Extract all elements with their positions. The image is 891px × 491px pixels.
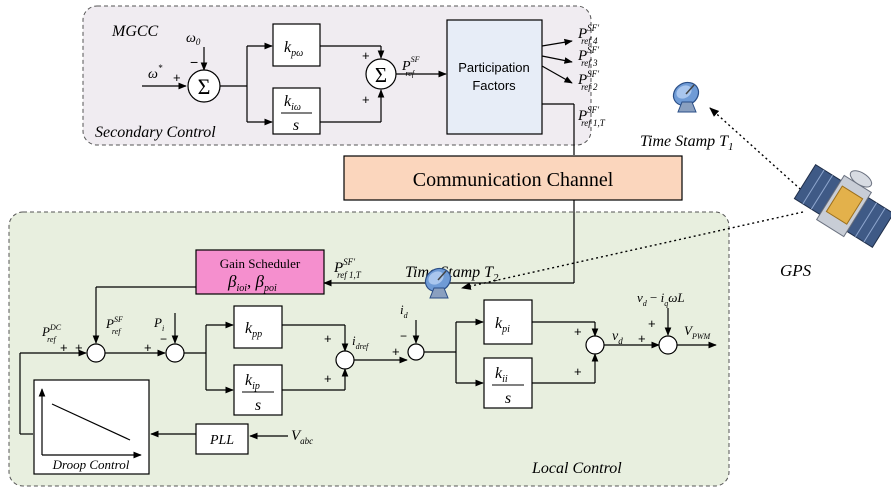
sum-junction-voltage	[585, 335, 605, 355]
svg-text:+: +	[362, 92, 370, 107]
gain-input-label: PSF′ref 1,T	[333, 257, 362, 280]
svg-text:+: +	[392, 344, 400, 359]
svg-text:kpω: kpω	[284, 39, 303, 59]
gain-scheduler-block	[195, 249, 325, 295]
sum-junction-pwm	[658, 335, 678, 355]
output-p-ref1: PSF′ref 1,T	[577, 105, 606, 128]
output-p-ref2: PSF′ref 2	[577, 69, 600, 92]
svg-text:Gain Scheduler: Gain Scheduler	[220, 256, 301, 271]
mgcc-label: MGCC	[111, 23, 159, 40]
svg-text:PLL: PLL	[209, 433, 234, 448]
vd-label: vd	[612, 329, 623, 346]
satellite-dish-icon-top	[672, 81, 700, 113]
svg-text:Factors: Factors	[472, 78, 516, 93]
p-i-label: Pi	[153, 315, 164, 333]
svg-text:−: −	[160, 332, 167, 346]
svg-text:βioi, βpoi: βioi, βpoi	[227, 272, 277, 294]
id-label: id	[400, 302, 409, 320]
pll-block	[195, 423, 249, 455]
kpi-block	[483, 299, 533, 345]
svg-text:+: +	[60, 340, 68, 355]
omega-star-label: ω*	[148, 63, 163, 82]
sum-junction-idref	[335, 350, 355, 370]
svg-text:+: +	[574, 364, 582, 379]
kii-block	[483, 357, 533, 409]
kpp-block	[233, 305, 283, 349]
droop-control-block	[33, 379, 150, 475]
satellite-dish-icon-local	[424, 267, 452, 299]
output-p-ref3: PSF′ref 3	[577, 45, 600, 68]
omega0-label: ω0	[186, 31, 201, 47]
svg-text:kii: kii	[495, 365, 508, 385]
gps-label: GPS	[780, 261, 812, 280]
svg-text:+: +	[324, 371, 332, 386]
svg-text:+: +	[362, 48, 370, 63]
svg-text:kiω: kiω	[284, 93, 301, 113]
local-control-caption: Local Control	[531, 460, 622, 477]
kp-omega-block	[272, 23, 321, 67]
feedforward-label: vd − iqωL	[637, 290, 685, 308]
time-stamp-t1: Time Stamp T1	[640, 133, 734, 153]
svg-text:−: −	[190, 54, 198, 70]
output-p-ref4: PSF′ref 4	[577, 23, 600, 46]
vabc-label: Vabc	[291, 428, 313, 446]
gps-satellite-icon	[793, 163, 891, 249]
sum-junction-pi	[165, 343, 185, 363]
svg-text:+: +	[144, 340, 152, 355]
svg-text:Σ: Σ	[198, 74, 211, 99]
communication-channel	[343, 155, 683, 201]
svg-text:+: +	[648, 316, 656, 331]
svg-text:Droop Control: Droop Control	[52, 457, 130, 472]
svg-text:Participation: Participation	[458, 60, 530, 75]
svg-text:+: +	[574, 324, 582, 339]
svg-text:+: +	[173, 70, 181, 85]
svg-text:s: s	[255, 397, 261, 414]
svg-text:kpp: kpp	[245, 320, 262, 340]
svg-text:s: s	[505, 390, 511, 407]
local-control-region	[8, 211, 730, 487]
svg-text:kpi: kpi	[495, 315, 510, 335]
svg-text:kip: kip	[245, 372, 260, 392]
svg-text:+: +	[75, 340, 83, 355]
svg-text:+: +	[638, 331, 646, 346]
svg-text:s: s	[293, 117, 299, 134]
svg-text:Communication Channel: Communication Channel	[413, 169, 614, 191]
sum-junction-current	[407, 343, 425, 361]
kip-block	[233, 364, 283, 416]
svg-text:−: −	[400, 329, 407, 343]
vpwm-label: VPWM	[684, 323, 712, 341]
svg-text:+: +	[324, 331, 332, 346]
participation-factors-block	[446, 19, 543, 135]
svg-text:Σ: Σ	[375, 63, 387, 87]
sum-junction-power	[86, 343, 106, 363]
idref-label: idref	[352, 333, 370, 351]
secondary-control-caption: Secondary Control	[95, 124, 216, 141]
ki-omega-block	[272, 87, 321, 135]
